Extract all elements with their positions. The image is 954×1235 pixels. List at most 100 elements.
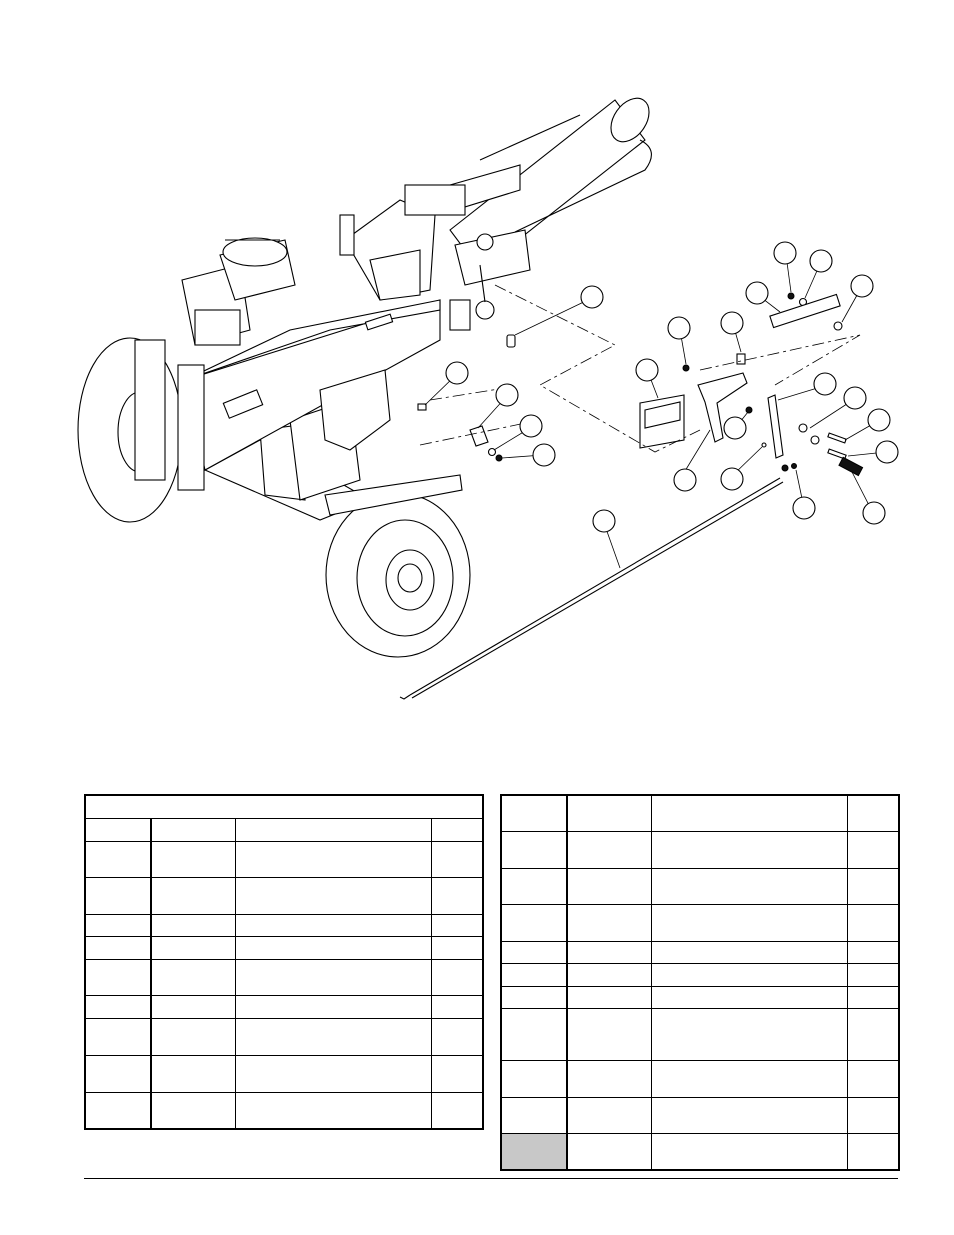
cell [651, 986, 848, 1009]
callout-balloon [850, 274, 874, 298]
cell [431, 914, 483, 937]
callout-balloon [867, 408, 891, 432]
cell [847, 831, 899, 869]
cell [651, 941, 848, 964]
splitting-wedge [339, 184, 466, 301]
callout-balloon [792, 496, 816, 520]
cell [651, 1133, 848, 1171]
callout-balloon [445, 361, 469, 385]
cell [847, 1133, 899, 1171]
table-row [85, 914, 483, 937]
header-qty [431, 818, 483, 842]
callout-balloon [673, 468, 697, 492]
cell [651, 831, 848, 869]
table-row [85, 959, 483, 996]
table-title [85, 794, 483, 819]
cell [85, 877, 152, 915]
cell [501, 1008, 568, 1061]
cell [431, 936, 483, 960]
header-part-no [151, 818, 236, 842]
callout-balloons [445, 241, 899, 533]
table-row [501, 941, 899, 964]
cell [567, 1008, 652, 1061]
cell [501, 941, 568, 964]
shaded-cell [501, 1133, 568, 1171]
cell [567, 868, 652, 905]
cell [847, 1008, 899, 1061]
cell [847, 904, 899, 942]
engine [181, 237, 296, 346]
cell [235, 936, 432, 960]
cell [501, 831, 568, 869]
cell [651, 1060, 848, 1098]
callout-balloon [773, 241, 797, 265]
table-row [85, 936, 483, 960]
cell [431, 877, 483, 915]
parts-list-table-left [84, 794, 484, 1130]
header-description [651, 794, 848, 832]
cell [235, 914, 432, 937]
table-row [85, 1092, 483, 1130]
tongue-posts [134, 339, 205, 491]
cell [151, 914, 236, 937]
cell [151, 995, 236, 1019]
cell [235, 1018, 432, 1056]
cell [501, 986, 568, 1009]
cell [567, 986, 652, 1009]
cell [85, 936, 152, 960]
callout-balloon [809, 249, 833, 273]
cell [567, 831, 652, 869]
table-row [501, 904, 899, 942]
exploded-parts-diagram [77, 97, 899, 700]
table-header-row [501, 794, 899, 832]
header-ref [501, 794, 568, 832]
table-header-row [85, 818, 483, 842]
table-row [85, 1055, 483, 1093]
cell [651, 904, 848, 942]
header-ref [85, 818, 152, 842]
cell [431, 1018, 483, 1056]
table-row [501, 963, 899, 987]
table-row [501, 986, 899, 1009]
callout-balloon [532, 443, 556, 467]
callout-balloon [813, 372, 837, 396]
cell [847, 1097, 899, 1134]
table-row [85, 1018, 483, 1056]
cell [85, 1092, 152, 1130]
table-title-row [85, 794, 483, 819]
cell [235, 1092, 432, 1130]
cell [501, 1097, 568, 1134]
callout-balloon [592, 509, 616, 533]
control-valve [449, 229, 531, 331]
table-row [501, 1008, 899, 1061]
cell [85, 959, 152, 996]
valve-brackets [639, 372, 864, 477]
cell [151, 1055, 236, 1093]
loose-hardware [417, 292, 843, 462]
cell [235, 959, 432, 996]
table-row [85, 841, 483, 878]
cell [235, 841, 432, 878]
table-row [501, 1133, 899, 1171]
front-wheel [325, 492, 471, 658]
cell [151, 936, 236, 960]
callout-balloon [875, 440, 899, 464]
cell [85, 841, 152, 878]
cell [235, 995, 432, 1019]
cell [85, 995, 152, 1019]
cell [501, 963, 568, 987]
table-row [501, 868, 899, 905]
callout-balloon [720, 311, 744, 335]
cell [501, 868, 568, 905]
callout-balloon [723, 416, 747, 440]
cell [567, 963, 652, 987]
cell [847, 941, 899, 964]
cell [85, 1018, 152, 1056]
callout-balloon [720, 467, 744, 491]
cell [431, 995, 483, 1019]
cell [567, 1097, 652, 1134]
cell [847, 868, 899, 905]
control-rod [399, 477, 784, 700]
cell [235, 877, 432, 915]
cell [431, 1055, 483, 1093]
